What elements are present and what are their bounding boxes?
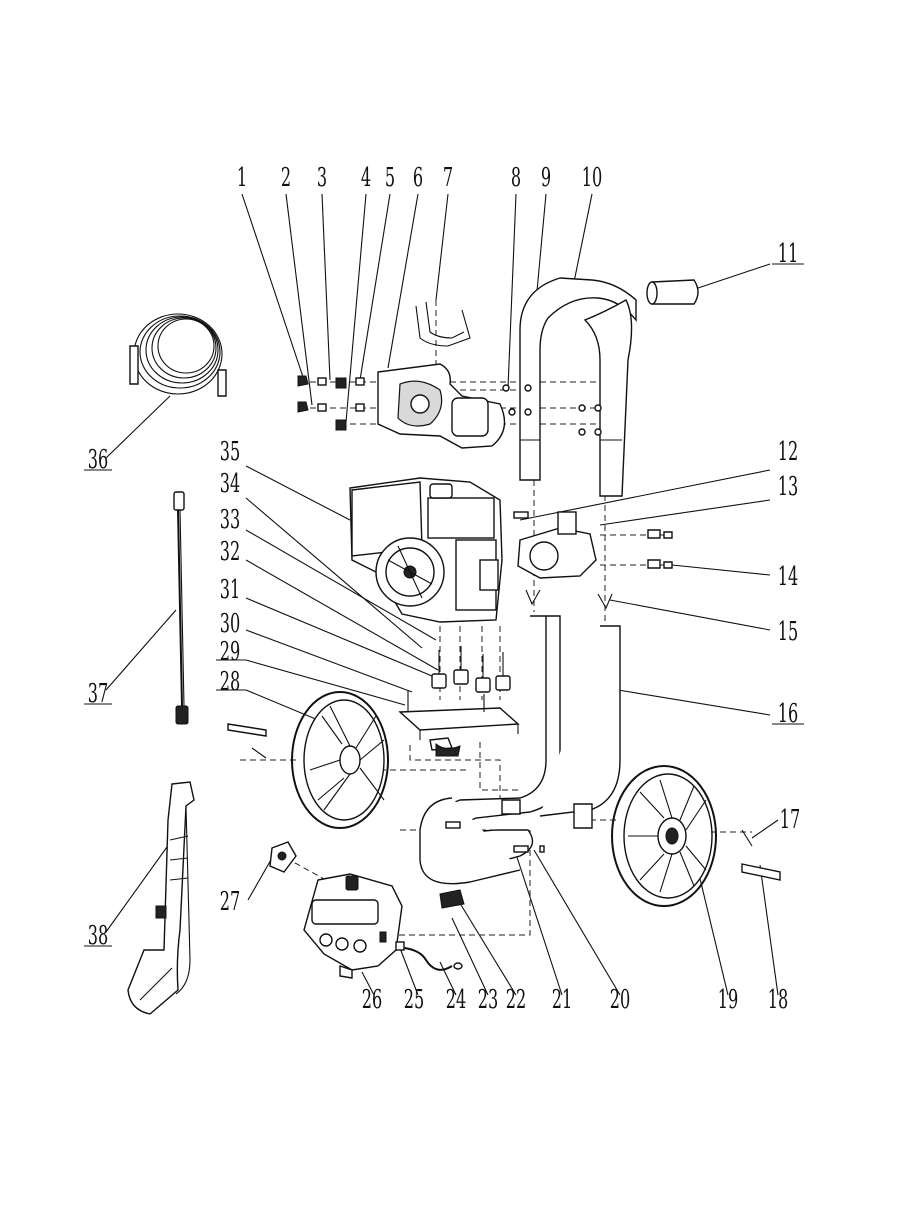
callout-16: 16 <box>778 699 799 729</box>
fuel-tank <box>303 873 403 979</box>
right-wheel <box>611 765 717 907</box>
handle-grip <box>646 279 699 305</box>
callout-5: 5 <box>385 163 395 193</box>
callout-labels: 1 2 3 4 5 6 7 8 9 10 11 12 13 14 15 16 1… <box>88 163 801 1015</box>
callout-30: 30 <box>220 609 241 639</box>
callout-32: 32 <box>220 537 241 567</box>
engine <box>349 477 503 623</box>
callout-24: 24 <box>446 985 467 1015</box>
callout-8: 8 <box>511 163 521 193</box>
callout-38: 38 <box>88 921 109 951</box>
fasteners-right <box>502 384 602 436</box>
spray-gun <box>127 781 195 1015</box>
callout-11: 11 <box>778 239 799 269</box>
callout-27: 27 <box>220 887 241 917</box>
callout-29: 29 <box>220 637 241 667</box>
engine-mount-plate <box>398 707 520 757</box>
hose-hook <box>415 301 471 347</box>
callout-3: 3 <box>317 163 327 193</box>
callout-17: 17 <box>780 805 801 835</box>
frame-clips <box>525 589 613 610</box>
leader-lines <box>105 193 779 996</box>
callout-7: 7 <box>443 163 453 193</box>
callout-2: 2 <box>281 163 291 193</box>
callout-18: 18 <box>768 985 789 1015</box>
vibration-isolators <box>407 646 511 712</box>
foot-bumper <box>439 889 465 909</box>
hose-coil <box>129 313 227 397</box>
callout-31: 31 <box>220 575 241 605</box>
callout-19: 19 <box>718 985 739 1015</box>
base-frame <box>419 615 621 885</box>
handle-frame <box>519 277 637 497</box>
callout-25: 25 <box>404 985 425 1015</box>
control-panel-bracket <box>377 363 506 449</box>
bolts <box>445 821 545 853</box>
callout-33: 33 <box>220 505 241 535</box>
callout-6: 6 <box>413 163 423 193</box>
spray-wand <box>173 491 189 725</box>
pump <box>513 511 673 579</box>
callout-10: 10 <box>582 163 603 193</box>
callout-34: 34 <box>220 469 241 499</box>
callout-36: 36 <box>88 445 109 475</box>
fuel-cap <box>269 841 297 873</box>
callout-21: 21 <box>552 985 573 1015</box>
callout-13: 13 <box>778 472 799 502</box>
callout-12: 12 <box>778 437 799 467</box>
axle-left <box>227 723 267 759</box>
fuel-line <box>395 941 463 971</box>
callout-35: 35 <box>220 437 241 467</box>
callout-9: 9 <box>541 163 551 193</box>
callout-26: 26 <box>362 985 383 1015</box>
left-wheel <box>291 691 389 829</box>
callout-22: 22 <box>506 985 527 1015</box>
callout-20: 20 <box>610 985 631 1015</box>
callout-14: 14 <box>778 562 799 592</box>
fasteners-left <box>297 375 365 431</box>
callout-4: 4 <box>361 163 371 193</box>
callout-15: 15 <box>778 617 799 647</box>
label-underlines <box>84 263 804 947</box>
callout-1: 1 <box>237 163 247 193</box>
callout-28: 28 <box>220 667 241 697</box>
axle-right <box>741 829 781 881</box>
callout-23: 23 <box>478 985 499 1015</box>
callout-37: 37 <box>88 679 109 709</box>
